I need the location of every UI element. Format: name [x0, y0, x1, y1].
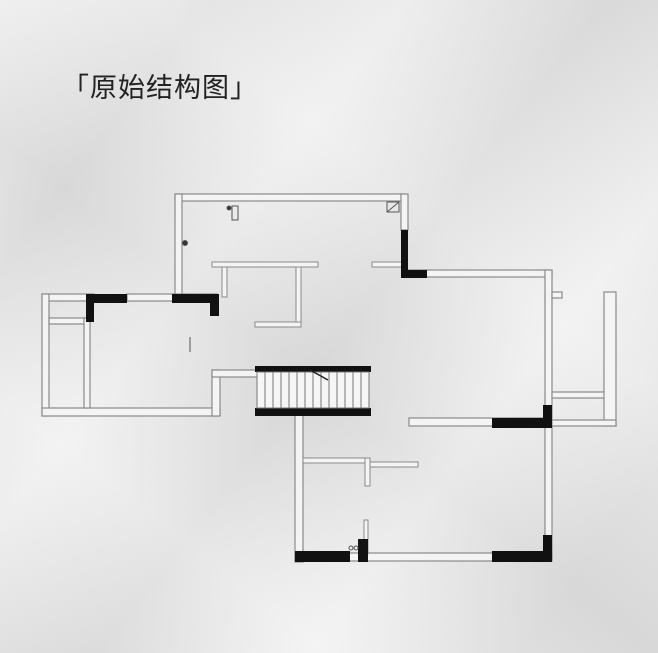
wall-top-north: [174, 193, 406, 202]
partition-7: [364, 457, 371, 487]
wall-top-west: [174, 193, 183, 299]
wall-left-west: [41, 293, 50, 417]
column-12: [543, 535, 552, 561]
wall-top-east-upper: [400, 193, 409, 231]
column-7: [492, 418, 552, 428]
column-10: [358, 539, 368, 562]
page-title: 「原始结构图」: [62, 73, 258, 104]
balcony-east: [603, 291, 617, 427]
column-5: [172, 294, 218, 303]
partition-walls: [211, 261, 419, 555]
balcony-rail-bottom: [551, 419, 617, 427]
stair-top-beam: [255, 366, 371, 372]
structural-columns: [86, 230, 552, 562]
column-3: [86, 294, 127, 303]
wall-bottom-west: [294, 409, 304, 563]
staircase: [256, 369, 370, 409]
stair-bottom-beam: [255, 408, 371, 416]
fixtures: [182, 201, 400, 551]
balcony-stub: [551, 291, 563, 299]
balcony-rail-top: [551, 391, 611, 399]
column-2: [401, 270, 427, 278]
column-6: [210, 294, 219, 316]
wall-stair-ledge: [211, 369, 259, 378]
partition-4: [254, 321, 302, 328]
partition-1: [211, 261, 319, 268]
partition-5: [371, 261, 403, 268]
outer-walls: [41, 193, 617, 563]
column-1: [401, 230, 408, 276]
column-9: [295, 551, 350, 562]
wall-left-ledge: [48, 317, 90, 325]
wall-left-inner: [83, 317, 91, 409]
partition-8: [369, 461, 419, 468]
column-4: [86, 294, 94, 322]
fixture-pipe: [231, 205, 239, 221]
wall-left-south: [41, 407, 221, 417]
fixture-box: [386, 201, 400, 213]
partition-2: [221, 266, 228, 298]
column-8: [543, 405, 552, 428]
column-11: [492, 551, 552, 562]
partition-6: [302, 457, 366, 464]
partition-3: [295, 266, 302, 328]
